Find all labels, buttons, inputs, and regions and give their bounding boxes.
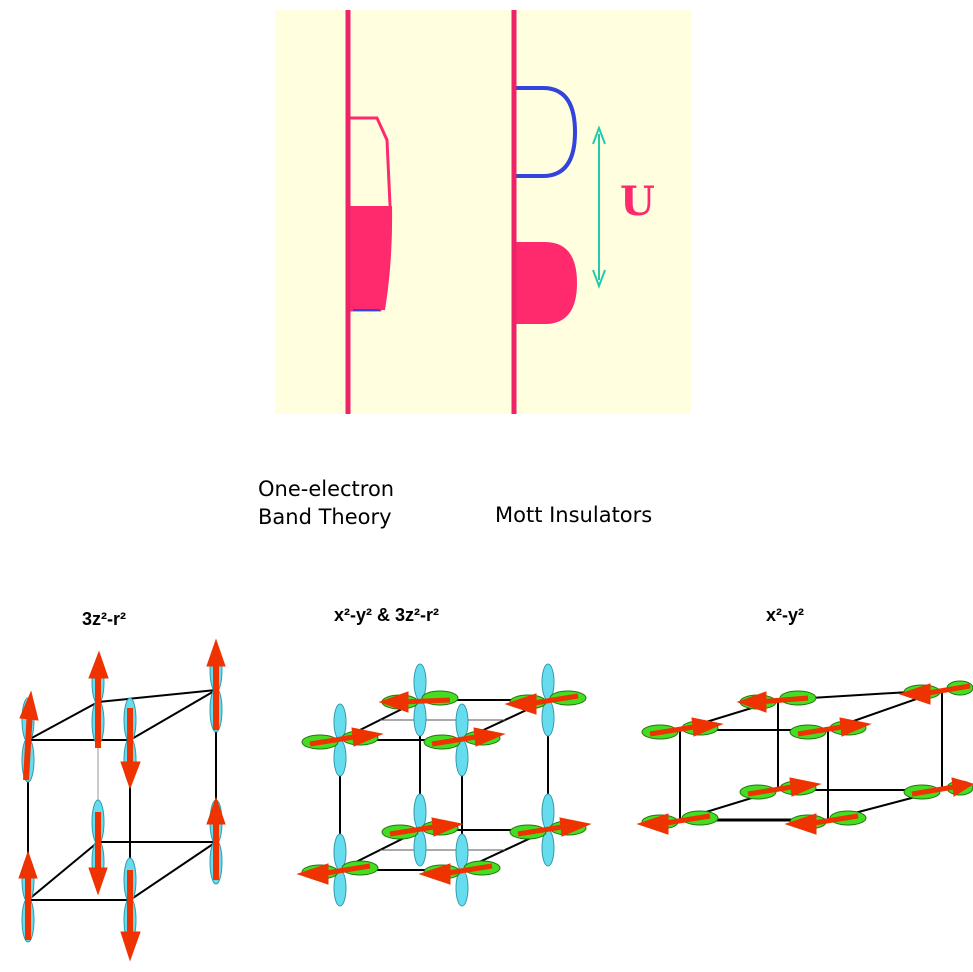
lattice-right-title: x²-y² [766, 605, 805, 625]
lattice-middle [296, 663, 592, 907]
mott-caption: Mott Insulators [495, 503, 653, 527]
lower-hubbard-band [514, 242, 577, 324]
band-theory-caption: One-electron Band Theory [258, 475, 394, 531]
occupied-band [348, 206, 393, 310]
lattice-left [18, 638, 226, 962]
gap-arrow-head-up [592, 125, 606, 145]
band-theory-caption-line1: One-electron [258, 477, 395, 501]
dx2y2-orbitals-right [641, 680, 973, 830]
spin-arrows-horizontal [296, 691, 592, 885]
spin-arrows-right [636, 683, 973, 835]
spin-arrows-vertical [18, 638, 226, 962]
gap-arrow-head-down [592, 269, 606, 289]
band-diagram [345, 10, 606, 414]
upper-hubbard-band [514, 86, 578, 178]
gap-label-u: U [620, 178, 655, 225]
band-diagram-panel [275, 10, 691, 414]
band-theory-caption-line2: Band Theory [258, 505, 392, 529]
lattice-right [636, 680, 973, 835]
lattice-middle-title: x²-y² & 3z²-r² [334, 605, 440, 625]
lattice-left-title: 3z²-r² [82, 609, 126, 629]
